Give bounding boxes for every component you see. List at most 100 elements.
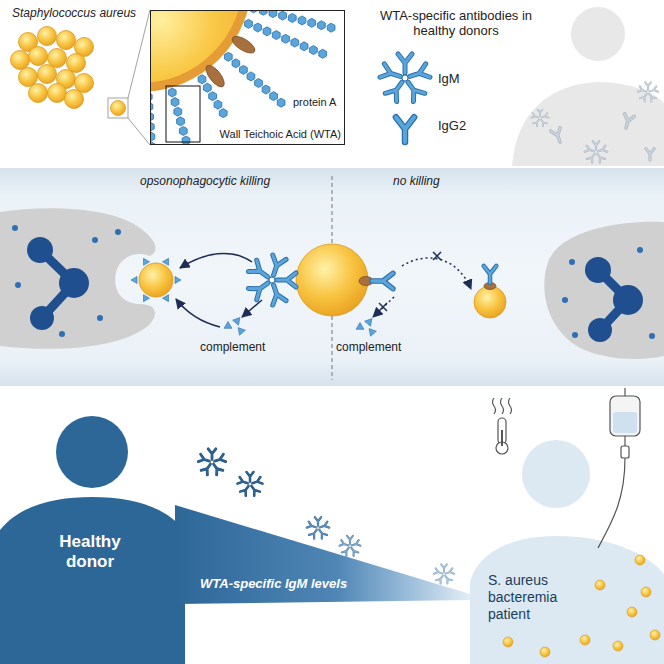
illustration-part [649, 333, 655, 339]
antibody-fill [351, 540, 360, 548]
wta-unit [269, 10, 277, 18]
antibody-fill [238, 477, 249, 487]
antibody-outline [249, 484, 260, 496]
igg-antibody [649, 86, 658, 94]
antibody-fill [211, 462, 223, 475]
antibody-outline [538, 110, 543, 117]
antibody-fill [531, 113, 539, 120]
antibody-outline [445, 568, 454, 576]
antibody-fill [434, 568, 443, 576]
antibody-outline [211, 462, 223, 475]
antibody-outline [595, 152, 605, 163]
cell-wall [150, 10, 252, 92]
wta-unit [255, 79, 263, 88]
wta-unit [214, 100, 222, 109]
antibody-fill [539, 118, 547, 126]
blocked-arrow [373, 297, 394, 317]
illustration-part [57, 31, 76, 50]
heading-label: WTA-specific antibodies in healthy donor… [372, 8, 540, 38]
antibody-fill [587, 152, 597, 163]
antibody-outline [238, 477, 249, 487]
wta-unit [219, 109, 227, 118]
antibody-fill [396, 117, 414, 142]
igg-antibody [340, 540, 349, 548]
igg-antibody [277, 273, 296, 287]
antibody-fill [645, 82, 651, 90]
antibody-outline [248, 260, 272, 282]
igg-antibody [551, 128, 565, 144]
antibody-outline [198, 454, 210, 465]
complement-fragment [238, 328, 245, 336]
wta-unit [171, 98, 179, 107]
igg-antibody [539, 118, 547, 126]
j-chain [443, 573, 445, 575]
antibody-outline [434, 568, 443, 576]
wta-unit [288, 14, 296, 23]
illustration-part [75, 74, 94, 93]
igg-antibody [201, 462, 213, 475]
wta-unit [310, 46, 318, 55]
complement-fragment [131, 277, 137, 284]
illustration-part [598, 458, 625, 548]
illustration-part [19, 68, 38, 87]
igg-antibody [587, 152, 597, 163]
antibody-outline [351, 540, 360, 548]
antibody-fill [541, 113, 549, 120]
antibody-label: IgM [438, 71, 460, 87]
wta-unit [224, 52, 232, 61]
antibody-outline [398, 54, 412, 73]
antibody-outline [645, 82, 651, 90]
igg-antibody [248, 260, 272, 282]
igg-antibody [249, 484, 260, 496]
illustration-part [11, 51, 30, 70]
single-coccus [111, 101, 126, 116]
antibody-outline [640, 92, 649, 101]
antibody-outline [551, 128, 565, 144]
antibody-fill [640, 92, 649, 101]
antibody-fill [315, 517, 321, 526]
zoom-marker [108, 98, 128, 118]
igg-antibody [208, 449, 216, 459]
igg-antibody [441, 564, 447, 572]
complement-fragment [163, 295, 169, 302]
antibody-outline [638, 86, 647, 94]
illustration-part [562, 297, 568, 303]
antibody-fill [385, 78, 407, 102]
antibody-fill [372, 273, 393, 288]
igg-antibody [484, 266, 497, 283]
antibody-outline [213, 454, 225, 465]
antibody-outline [587, 152, 597, 163]
antibody-outline [385, 78, 407, 102]
igg-antibody [248, 277, 272, 299]
figure-label: Healthy donor [40, 532, 140, 573]
igg-antibody [247, 472, 254, 482]
wta-unit [298, 16, 306, 25]
bacterium-dot [627, 607, 637, 617]
antibody-outline [646, 149, 654, 160]
illustration-part [48, 49, 67, 68]
antibody-fill [402, 78, 424, 102]
igg-antibody [267, 255, 286, 277]
antibody-outline [319, 522, 329, 531]
antibody-outline [315, 517, 321, 526]
antibody-fill [208, 449, 216, 459]
illustration-part [15, 282, 21, 288]
donor-silhouette [571, 7, 625, 61]
bacterium-dot [650, 630, 660, 640]
nucleus [27, 237, 53, 263]
antibody-outline [267, 255, 286, 277]
igg-antibody [445, 568, 454, 576]
illustration-part [624, 388, 625, 396]
antibody-fill [647, 92, 656, 101]
antibody-outline [342, 546, 351, 556]
wta-unit [308, 18, 316, 27]
illustration-part [624, 436, 625, 446]
igg-antibody [621, 114, 634, 129]
j-chain [249, 483, 252, 486]
igg-antibody [402, 78, 424, 102]
antibody-fill [436, 574, 445, 583]
antibody-fill [408, 64, 430, 83]
igg-antibody [434, 568, 443, 576]
wta-unit [282, 34, 290, 43]
antibody-fill [248, 277, 272, 299]
